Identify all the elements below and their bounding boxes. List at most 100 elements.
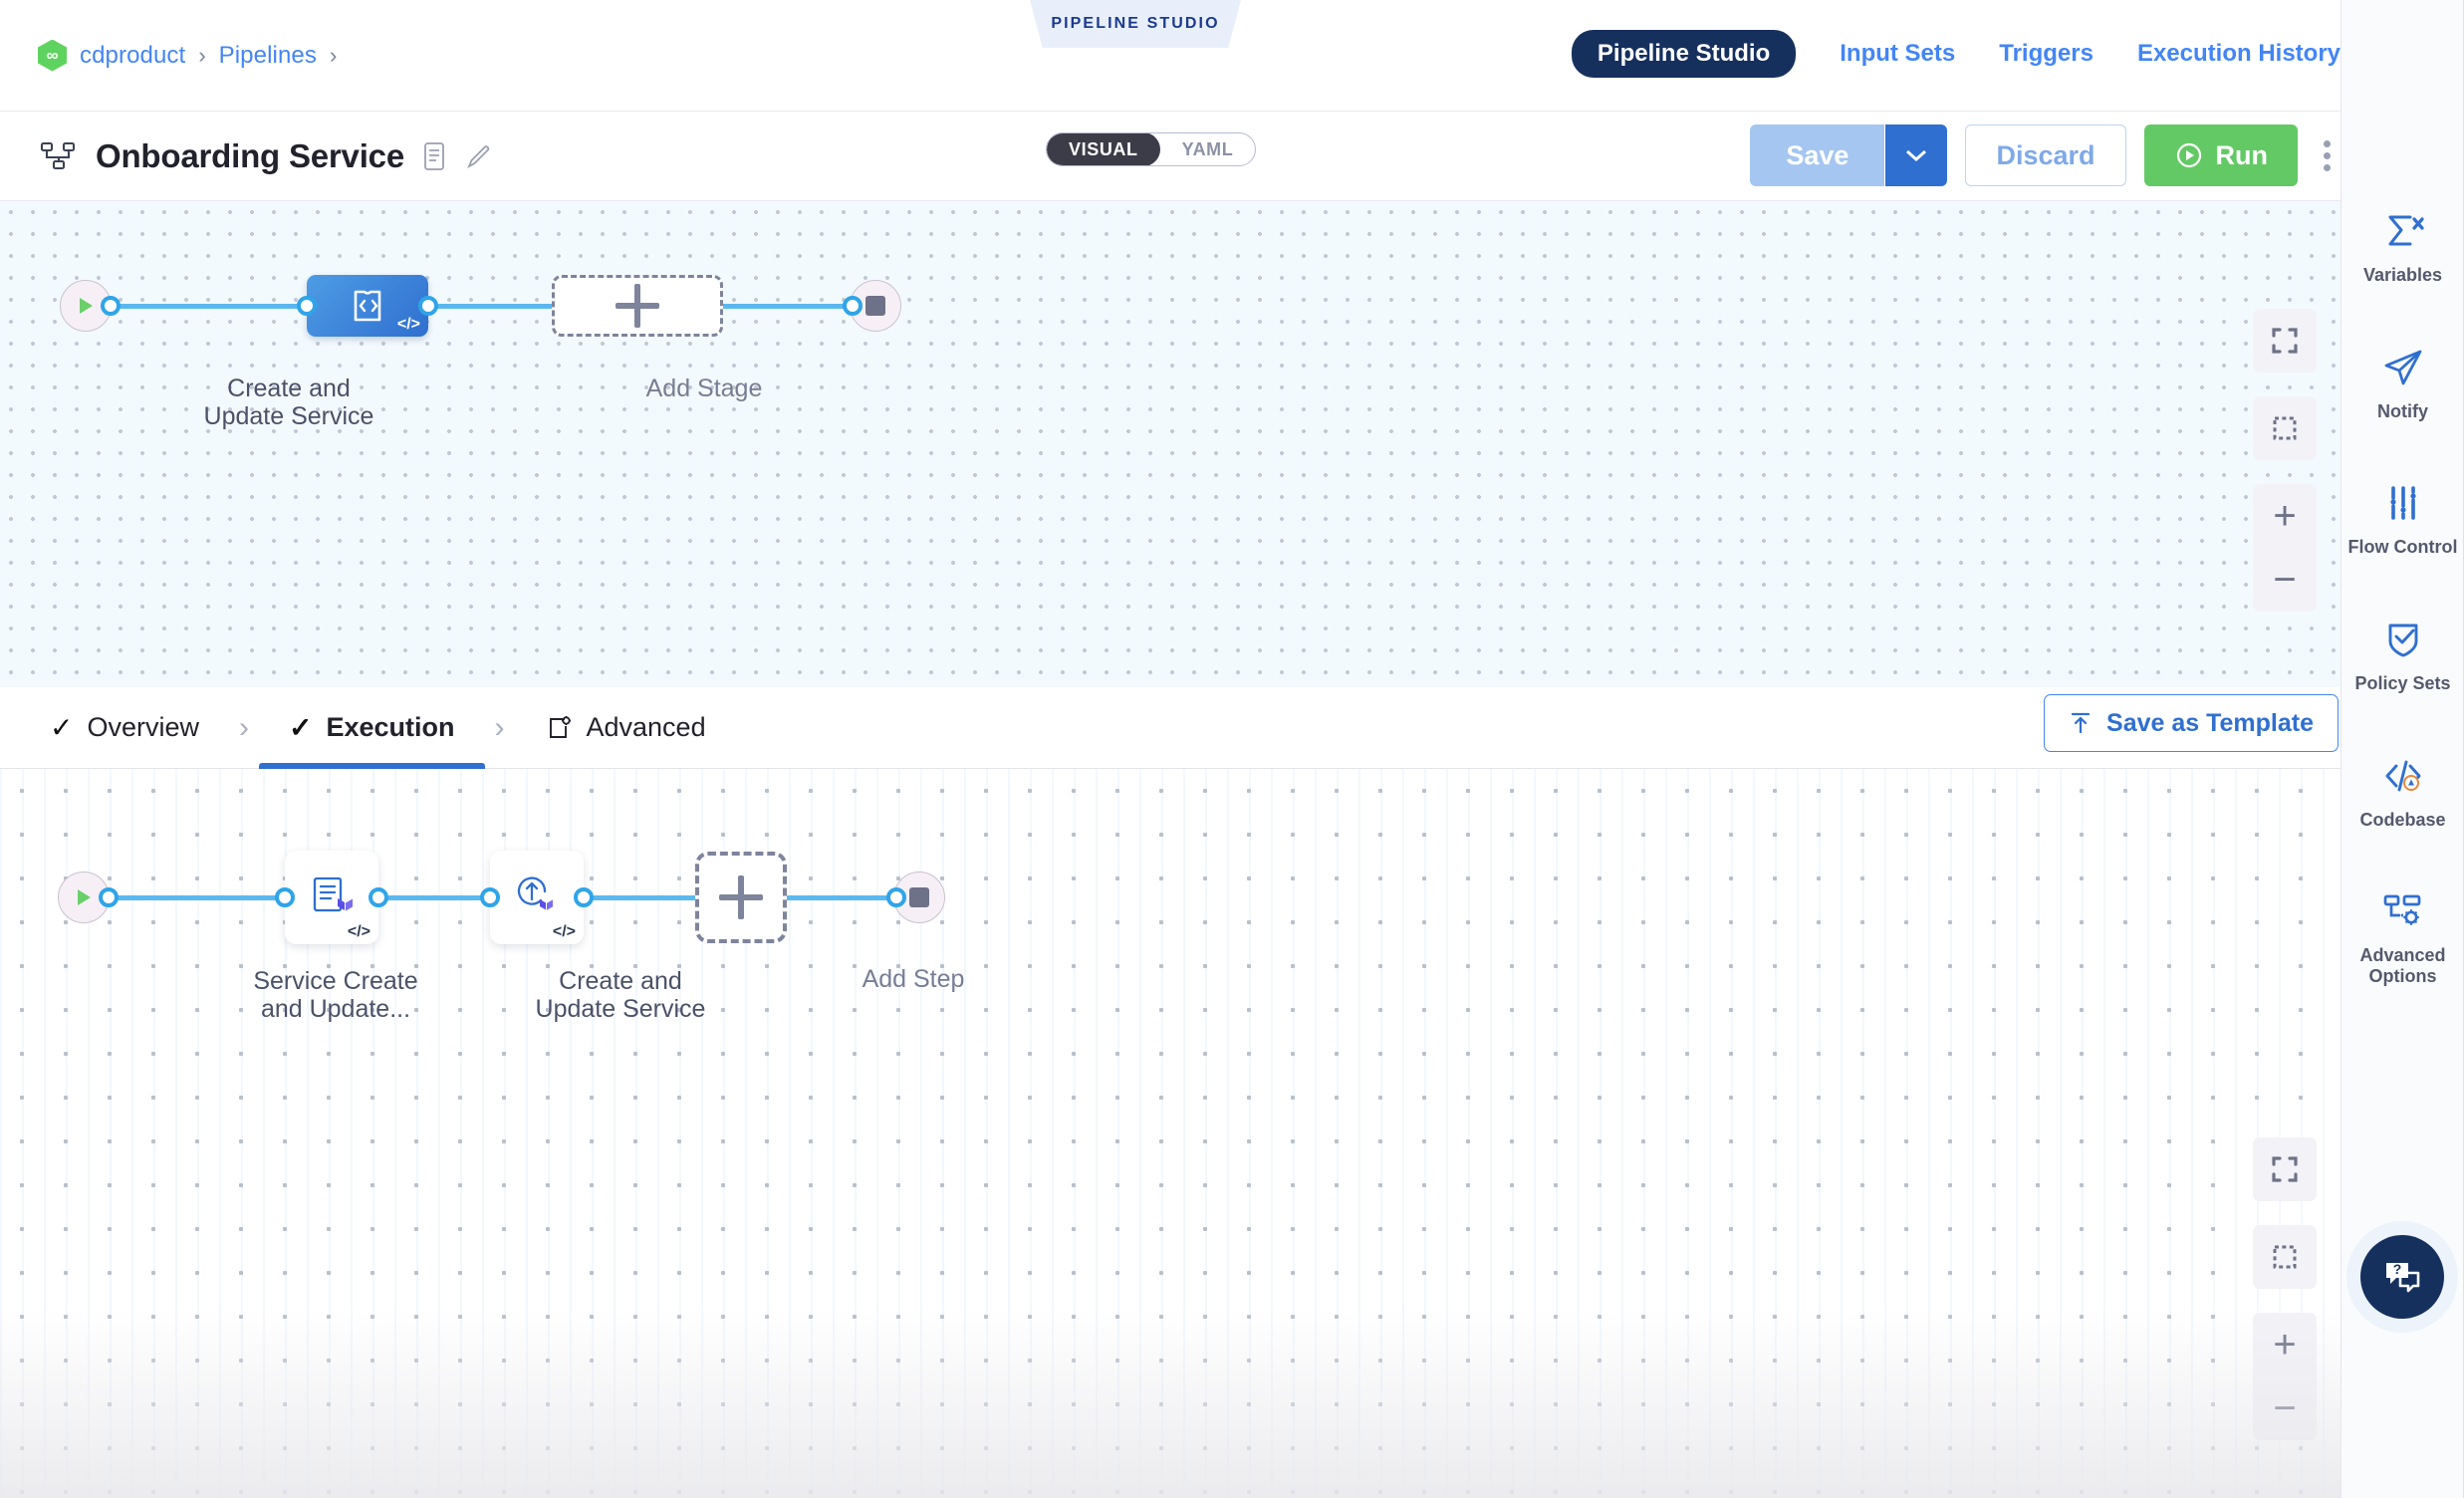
- discard-button[interactable]: Discard: [1965, 125, 2126, 186]
- zoom-out-button[interactable]: −: [2273, 558, 2297, 602]
- paper-plane-icon: [2384, 350, 2421, 385]
- play-triangle-icon: [80, 298, 93, 314]
- run-button[interactable]: Run: [2143, 125, 2298, 186]
- stage-canvas[interactable]: </> Create and Update Service Add Stage: [0, 201, 2341, 687]
- tab-advanced[interactable]: Advanced: [539, 687, 712, 769]
- help-button[interactable]: ?: [2360, 1235, 2444, 1319]
- tab-separator-icon: ›: [239, 710, 249, 744]
- pipeline-hierarchy-icon: [40, 141, 76, 169]
- zoom-in-button[interactable]: +: [2273, 494, 2297, 538]
- terraform-apply-rollback-icon: [517, 876, 553, 910]
- pencil-edit-icon[interactable]: [464, 141, 492, 171]
- breadcrumb-item-pipelines[interactable]: Pipelines: [218, 41, 317, 69]
- fit-to-screen-button[interactable]: [2253, 309, 2317, 373]
- action-buttons: Save Discard Run: [1750, 125, 2339, 186]
- connector-port[interactable]: [843, 296, 862, 316]
- sidebar-item-variables[interactable]: Variables: [2341, 209, 2464, 286]
- dashed-square-icon: [2273, 1245, 2297, 1269]
- help-chat-icon: ?: [2386, 1261, 2420, 1293]
- connector-port[interactable]: [418, 296, 438, 316]
- fit-screen-icon: [2272, 1156, 2298, 1182]
- sidebar-label-policy-sets: Policy Sets: [2354, 673, 2451, 694]
- add-step-button[interactable]: [695, 852, 787, 943]
- save-as-template-button[interactable]: Save as Template: [2044, 694, 2339, 752]
- advanced-options-icon: [2383, 895, 2420, 926]
- svg-text:?: ?: [2393, 1261, 2402, 1277]
- tab-overview[interactable]: ✓ Overview: [44, 687, 205, 769]
- template-badge: </>: [396, 316, 420, 333]
- save-as-template-label: Save as Template: [2106, 708, 2314, 737]
- breadcrumb-separator-icon: ›: [329, 42, 338, 68]
- nav-tab-pipeline-studio[interactable]: Pipeline Studio: [1571, 30, 1797, 78]
- selection-box-button[interactable]: [2253, 396, 2317, 460]
- sidebar-label-advanced-options: Advanced Options: [2359, 945, 2446, 987]
- step-node-label: Create and Update Service: [535, 967, 706, 1023]
- sidebar-item-codebase[interactable]: Codebase: [2341, 754, 2464, 831]
- account-logo-icon: ∞: [38, 39, 67, 72]
- description-icon[interactable]: [422, 141, 446, 171]
- pipeline-studio-tag-label: PIPELINE STUDIO: [1051, 15, 1220, 32]
- sliders-icon: [2389, 486, 2416, 521]
- save-template-upload-icon: [2071, 712, 2091, 734]
- view-mode-visual[interactable]: VISUAL: [1047, 133, 1160, 165]
- stage-node-create-and-update-service[interactable]: </>: [307, 275, 428, 337]
- page-title: Onboarding Service: [96, 136, 404, 174]
- connector-port[interactable]: [480, 887, 500, 907]
- nav-tab-triggers[interactable]: Triggers: [1999, 40, 2094, 67]
- zoom-out-button[interactable]: −: [2273, 1386, 2297, 1430]
- stop-square-icon: [909, 887, 929, 907]
- step-node-label: Service Create and Update...: [253, 967, 418, 1023]
- stage-tab-strip: ✓ Overview › ✓ Execution › Advanced: [0, 687, 2341, 769]
- tab-separator-icon: ›: [494, 710, 505, 744]
- stop-square-icon: [865, 296, 885, 316]
- connector-port[interactable]: [297, 296, 317, 316]
- breadcrumb-item-cdproduct[interactable]: cdproduct: [80, 41, 186, 69]
- sidebar-label-codebase: Codebase: [2359, 809, 2446, 830]
- kebab-menu-icon[interactable]: [2316, 130, 2339, 181]
- connector-port[interactable]: [886, 887, 906, 907]
- dashed-square-icon: [2273, 416, 2297, 440]
- chevron-down-icon: [1906, 149, 1927, 162]
- connector-link: [115, 894, 284, 900]
- connector-link: [117, 303, 306, 309]
- pipeline-studio-tag: PIPELINE STUDIO: [1030, 0, 1241, 48]
- top-navigation: Pipeline Studio Input Sets Triggers Exec…: [1571, 30, 2341, 78]
- sidebar-item-notify[interactable]: Notify: [2341, 346, 2464, 422]
- tab-execution[interactable]: ✓ Execution: [259, 687, 484, 769]
- fit-screen-icon: [2272, 328, 2298, 354]
- nav-tab-execution-history[interactable]: Execution History: [2136, 40, 2341, 67]
- connector-port[interactable]: [574, 887, 594, 907]
- view-mode-yaml[interactable]: YAML: [1181, 139, 1234, 159]
- sidebar-label-flow-control: Flow Control: [2347, 537, 2458, 558]
- sidebar-item-flow-control[interactable]: Flow Control: [2341, 481, 2464, 558]
- sigma-variables-icon: [2388, 215, 2424, 246]
- step-node-create-and-update-service[interactable]: </>: [490, 851, 584, 944]
- connector-port[interactable]: [275, 887, 295, 907]
- terraform-plan-document-icon: [313, 876, 353, 912]
- step-end-node: [893, 872, 945, 923]
- template-badge: </>: [552, 923, 576, 940]
- sidebar-label-notify: Notify: [2377, 400, 2428, 421]
- fit-to-screen-button[interactable]: [2253, 1137, 2317, 1201]
- connector-port[interactable]: [101, 296, 121, 316]
- connector-port[interactable]: [99, 887, 119, 907]
- view-mode-toggle[interactable]: VISUAL YAML: [1046, 132, 1257, 166]
- save-button[interactable]: Save: [1750, 125, 1886, 186]
- selection-box-button[interactable]: [2253, 1225, 2317, 1289]
- execution-step-canvas[interactable]: </> </>: [0, 769, 2341, 1498]
- step-node-service-create-and-update[interactable]: </>: [285, 851, 378, 944]
- sidebar-item-policy-sets[interactable]: Policy Sets: [2341, 618, 2464, 694]
- play-triangle-icon: [78, 889, 91, 905]
- play-circle-icon: [2176, 142, 2201, 168]
- add-stage-button[interactable]: [552, 275, 723, 337]
- breadcrumb-separator-icon: ›: [198, 42, 206, 68]
- connector-link: [723, 303, 853, 309]
- connector-link: [382, 894, 490, 900]
- connector-link: [787, 894, 896, 900]
- connector-port[interactable]: [369, 887, 388, 907]
- nav-tab-input-sets[interactable]: Input Sets: [1840, 40, 1956, 67]
- zoom-in-button[interactable]: +: [2273, 1323, 2297, 1367]
- add-step-label: Add Step: [862, 965, 965, 993]
- save-dropdown-button[interactable]: [1885, 125, 1948, 186]
- sidebar-item-advanced-options[interactable]: Advanced Options: [2341, 889, 2464, 986]
